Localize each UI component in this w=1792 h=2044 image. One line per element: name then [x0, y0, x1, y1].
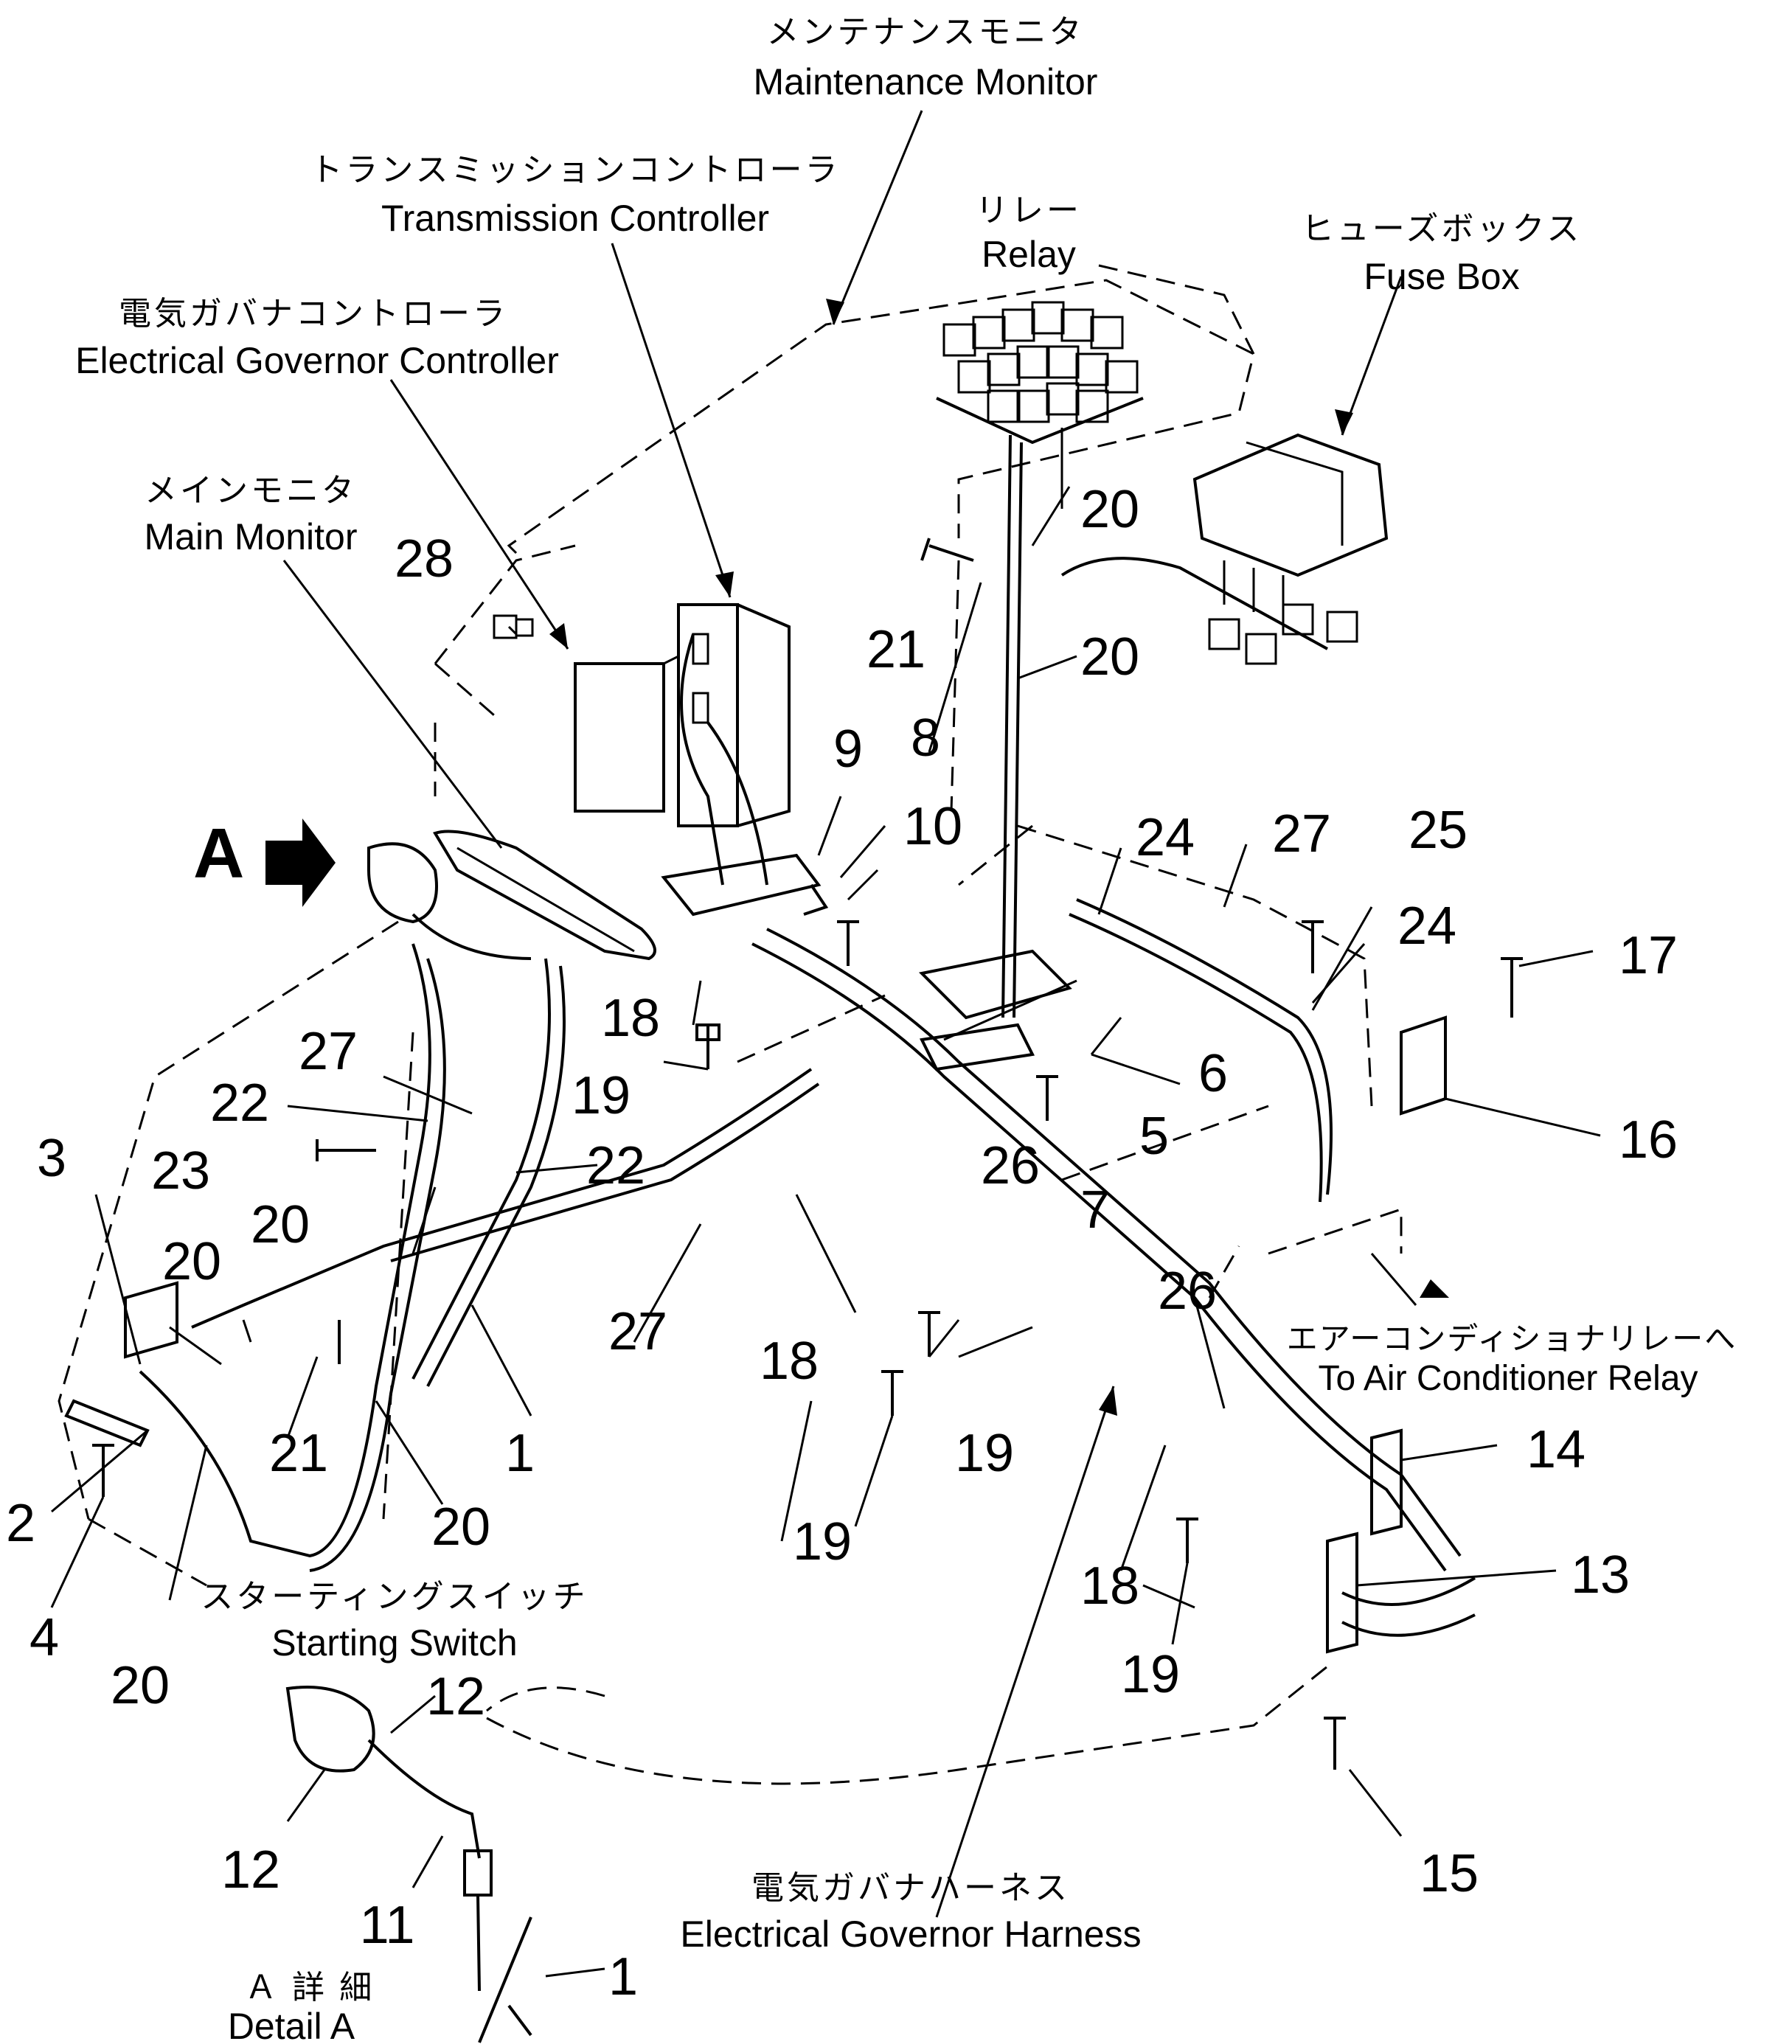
transmission-controller-en-label: Transmission Controller: [381, 198, 769, 239]
part-number-label: 16: [1619, 1110, 1678, 1169]
part-number-label: 24: [1136, 808, 1195, 867]
part-number-label: 26: [1158, 1262, 1217, 1321]
part-number-label: 20: [1080, 628, 1139, 686]
part-number-label: 18: [601, 989, 660, 1048]
electrical-governor-controller-jp-label: 電気ガバナコントローラ: [119, 296, 508, 332]
relay-block: [936, 301, 1144, 445]
part-number-label: 6: [1198, 1044, 1228, 1103]
part-number-label: 20: [162, 1232, 221, 1291]
connector-28: [493, 614, 534, 639]
part-number-label: 1: [505, 1424, 535, 1483]
part-number-label: 18: [760, 1332, 819, 1391]
part-number-label: 27: [608, 1302, 667, 1361]
starting-switch-en-label: Starting Switch: [271, 1622, 517, 1664]
part-number-label: 3: [37, 1129, 66, 1188]
view-arrow-a: A: [193, 814, 336, 907]
part-number-label: 22: [210, 1074, 269, 1133]
part-number-label: 21: [867, 620, 925, 679]
part-number-label: 19: [793, 1512, 852, 1571]
part-number-label: 19: [572, 1066, 631, 1125]
part-number-label: 5: [1139, 1107, 1169, 1166]
transmission-controller-box: [677, 603, 791, 827]
part-number-label: 20: [1080, 480, 1139, 539]
part-number-label: 27: [299, 1022, 358, 1081]
part-number-label: 28: [395, 529, 454, 588]
leader-lines: [50, 110, 1601, 1978]
part-number-label: 21: [269, 1424, 328, 1483]
transmission-controller-jp-label: トランスミッションコントローラ: [310, 152, 840, 188]
starting-switch-jp-label: スターティングスイッチ: [201, 1579, 588, 1615]
part-number-label: 25: [1409, 801, 1468, 860]
part-number-label: 19: [955, 1424, 1014, 1483]
view-arrow-label: A: [193, 814, 244, 893]
part-number-label: 24: [1397, 897, 1456, 956]
electrical-governor-controller-box: [574, 655, 679, 813]
part-number-label: 10: [903, 797, 962, 856]
part-number-label: 19: [1121, 1645, 1180, 1704]
callout-labels: メンテナンスモニタ Maintenance Monitor トランスミッションコ…: [75, 14, 1737, 2044]
part-number-label: 20: [431, 1498, 490, 1557]
part-number-label: 26: [981, 1136, 1040, 1195]
bolts: [92, 538, 1523, 1770]
part-number-label: 4: [29, 1608, 59, 1667]
part-number-label: 12: [221, 1840, 280, 1899]
relay-jp-label: リレー: [976, 192, 1082, 229]
part-number-label: 7: [1080, 1181, 1110, 1240]
detail-a-en-label: Detail A: [228, 2006, 355, 2044]
fuse-box-en-label: Fuse Box: [1364, 256, 1519, 297]
part-number-label: 13: [1571, 1546, 1630, 1605]
part-number-label: 9: [833, 720, 863, 779]
part-number-labels: 1 1 2 3 4 5 6 7 8 9 10 11 12 12 13 14 15…: [6, 480, 1678, 2006]
maintenance-monitor-jp-label: メンテナンスモニタ: [766, 14, 1084, 50]
part-number-label: 15: [1420, 1844, 1479, 1903]
maintenance-monitor-en-label: Maintenance Monitor: [754, 61, 1098, 102]
part-number-label: 14: [1527, 1420, 1586, 1479]
part-number-label: 8: [911, 709, 940, 768]
part-number-label: 2: [6, 1494, 35, 1553]
part-number-label: 27: [1272, 804, 1331, 863]
part-number-label: 18: [1080, 1557, 1139, 1616]
part-number-label: 20: [251, 1195, 310, 1254]
main-monitor: [433, 830, 656, 961]
air-conditioner-relay-en-label: To Air Conditioner Relay: [1319, 1359, 1698, 1398]
part-number-label: 11: [360, 1896, 415, 1955]
main-monitor-en-label: Main Monitor: [145, 516, 358, 557]
part-number-label: 20: [111, 1656, 170, 1715]
electrical-governor-controller-en-label: Electrical Governor Controller: [75, 340, 559, 381]
detail-a-jp-label: Ａ 詳 細: [245, 1970, 375, 2006]
part-number-label: 12: [426, 1667, 485, 1726]
air-conditioner-relay-jp-label: エアーコンディショナリレーへ: [1287, 1321, 1737, 1356]
fuse-box: [1192, 433, 1389, 665]
part-number-label: 17: [1619, 926, 1678, 985]
part-number-label: 23: [151, 1141, 210, 1200]
main-monitor-jp-label: メインモニタ: [145, 473, 357, 509]
part-number-label: 22: [586, 1136, 645, 1195]
fuse-box-jp-label: ヒューズボックス: [1302, 211, 1582, 247]
relay-en-label: Relay: [982, 234, 1076, 275]
electrical-governor-harness-en-label: Electrical Governor Harness: [680, 1913, 1141, 1955]
electrical-governor-harness-jp-label: 電気ガバナハーネス: [751, 1870, 1070, 1906]
part-number-label: 1: [608, 1947, 638, 2006]
